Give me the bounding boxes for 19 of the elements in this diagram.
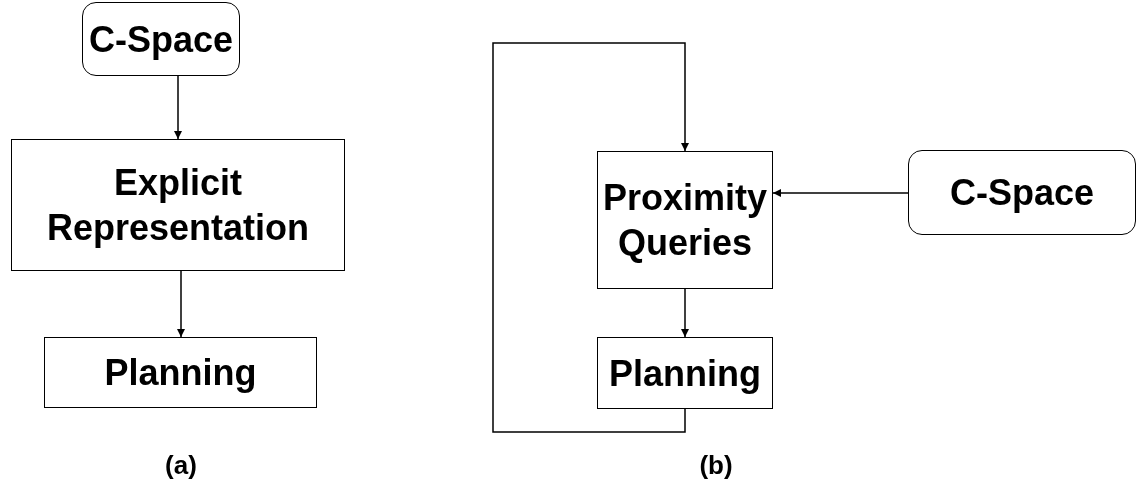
node-label: C-Space [949,171,1095,215]
node-label: Proximity Queries [601,176,769,265]
arrow [681,288,689,338]
node-label: Planning [609,351,761,396]
panel-label: (a) [165,450,197,481]
process-box [11,139,345,271]
arrow [174,75,182,140]
arrow [177,270,185,338]
rounded-box [82,2,240,76]
node-label: Planning [104,351,257,395]
process-box [597,337,773,409]
arrow [772,189,909,197]
rounded-box [908,150,1136,235]
node-label: C-Space [88,17,234,62]
process-box [44,337,317,408]
panel-label: (b) [699,450,733,481]
arrow [492,42,689,433]
process-box [597,151,773,289]
node-label: Explicit Representation [45,161,311,250]
